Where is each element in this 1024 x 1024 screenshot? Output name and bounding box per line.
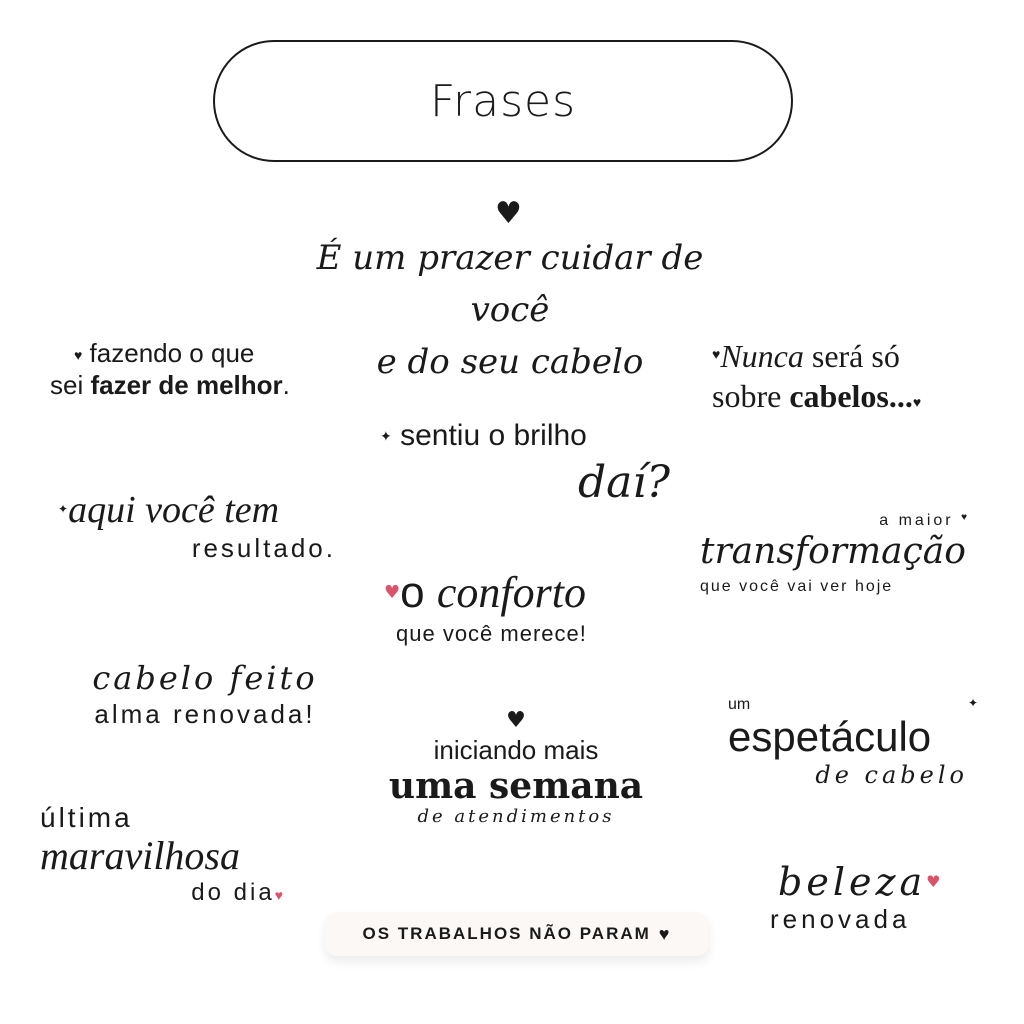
phrase-line: renovada: [770, 904, 911, 934]
phrase-line: de cabelo: [815, 761, 968, 789]
phrase-line: que você vai ver hoje: [700, 578, 894, 595]
phrase-line: do dia: [191, 879, 275, 906]
phrase-line: que você merece!: [396, 621, 587, 646]
phrase-nunca: ♥Nunca será só sobre cabelos...♥: [712, 336, 992, 424]
phrase-text: sei: [50, 370, 91, 401]
heart-icon: ♥: [506, 708, 526, 733]
phrase-prazer: É um prazer cuidar de você e do seu cabe…: [280, 232, 740, 388]
heart-icon: ♥: [961, 512, 970, 523]
phrase-beleza: beleza♥ renovada: [770, 860, 970, 934]
phrase-espetaculo: um ✦ espetáculo de cabelo: [728, 696, 998, 790]
heart-icon: ♥: [712, 348, 721, 363]
phrase-fazendo: ♥ fazendo o que sei fazer de melhor.: [50, 338, 380, 400]
phrase-line: sentiu o brilho: [400, 419, 587, 452]
phrase-line: um: [728, 696, 751, 713]
phrase-line: transformação: [700, 531, 966, 572]
page-title: Frases: [429, 75, 577, 127]
phrase-line: espetáculo: [728, 713, 932, 760]
phrase-line: beleza: [778, 860, 927, 904]
phrase-text-italic: conforto: [436, 568, 586, 617]
heart-icon: ♥: [74, 347, 83, 364]
phrase-line: resultado.: [191, 533, 336, 563]
trabalhos-badge: OS TRABALHOS NÃO PARAM ♥: [325, 912, 709, 956]
heart-icon: ♥: [495, 196, 522, 231]
heart-icon: ♥: [658, 923, 672, 944]
phrase-text-bold: cabelos...: [789, 378, 913, 414]
phrase-semana: ♥ iniciando mais uma semana de atendimen…: [376, 708, 656, 828]
phrase-line: iniciando mais: [433, 735, 599, 765]
phrase-line: última: [40, 802, 133, 833]
phrase-brilho: ✦ sentiu o brilho daí?: [380, 416, 680, 510]
phrase-line: uma semana: [388, 765, 644, 807]
phrase-text: .: [282, 370, 290, 401]
sparkle-icon: ✦: [58, 502, 69, 516]
heart-icon: ♥: [274, 887, 286, 903]
phrase-text: será só: [803, 338, 900, 374]
badge-label: OS TRABALHOS NÃO PARAM: [362, 924, 651, 943]
phrase-text-bold: fazer de melhor: [90, 370, 283, 401]
phrase-line: cabelo feito: [92, 659, 318, 697]
phrase-line: de atendimentos: [417, 806, 615, 827]
phrase-text: o: [400, 568, 437, 617]
sparkle-icon: ✦: [380, 428, 392, 444]
phrase-line: fazendo o que: [89, 338, 255, 368]
phrase-line: daí?: [577, 457, 670, 508]
title-badge: Frases: [213, 40, 793, 162]
butterfly-icon: ♥: [926, 872, 945, 891]
phrase-transformacao: a maior ♥ transformação que você vai ver…: [700, 512, 990, 600]
phrase-cabelo-feito: cabelo feito alma renovada!: [60, 658, 350, 730]
phrase-conforto: ♥o conforto que você merece!: [384, 566, 644, 648]
phrase-line: a maior: [879, 512, 954, 529]
phrase-line: maravilhosa: [40, 833, 240, 878]
phrase-aqui: ✦aqui você tem resultado.: [58, 486, 358, 563]
phrase-line: alma renovada!: [94, 699, 316, 729]
phrase-line: e do seu cabelo: [376, 342, 644, 382]
sparkle-icon: ✦: [967, 696, 978, 710]
phrase-line: aqui você tem: [68, 489, 280, 531]
phrase-ultima: última maravilhosa do dia♥: [40, 802, 300, 910]
phrase-text: sobre: [712, 378, 790, 414]
heart-icon: ♥: [384, 582, 401, 603]
heart-icon: ♥: [912, 396, 922, 411]
phrase-line: É um prazer cuidar de você: [316, 238, 704, 330]
phrase-text-italic: Nunca: [720, 338, 804, 374]
